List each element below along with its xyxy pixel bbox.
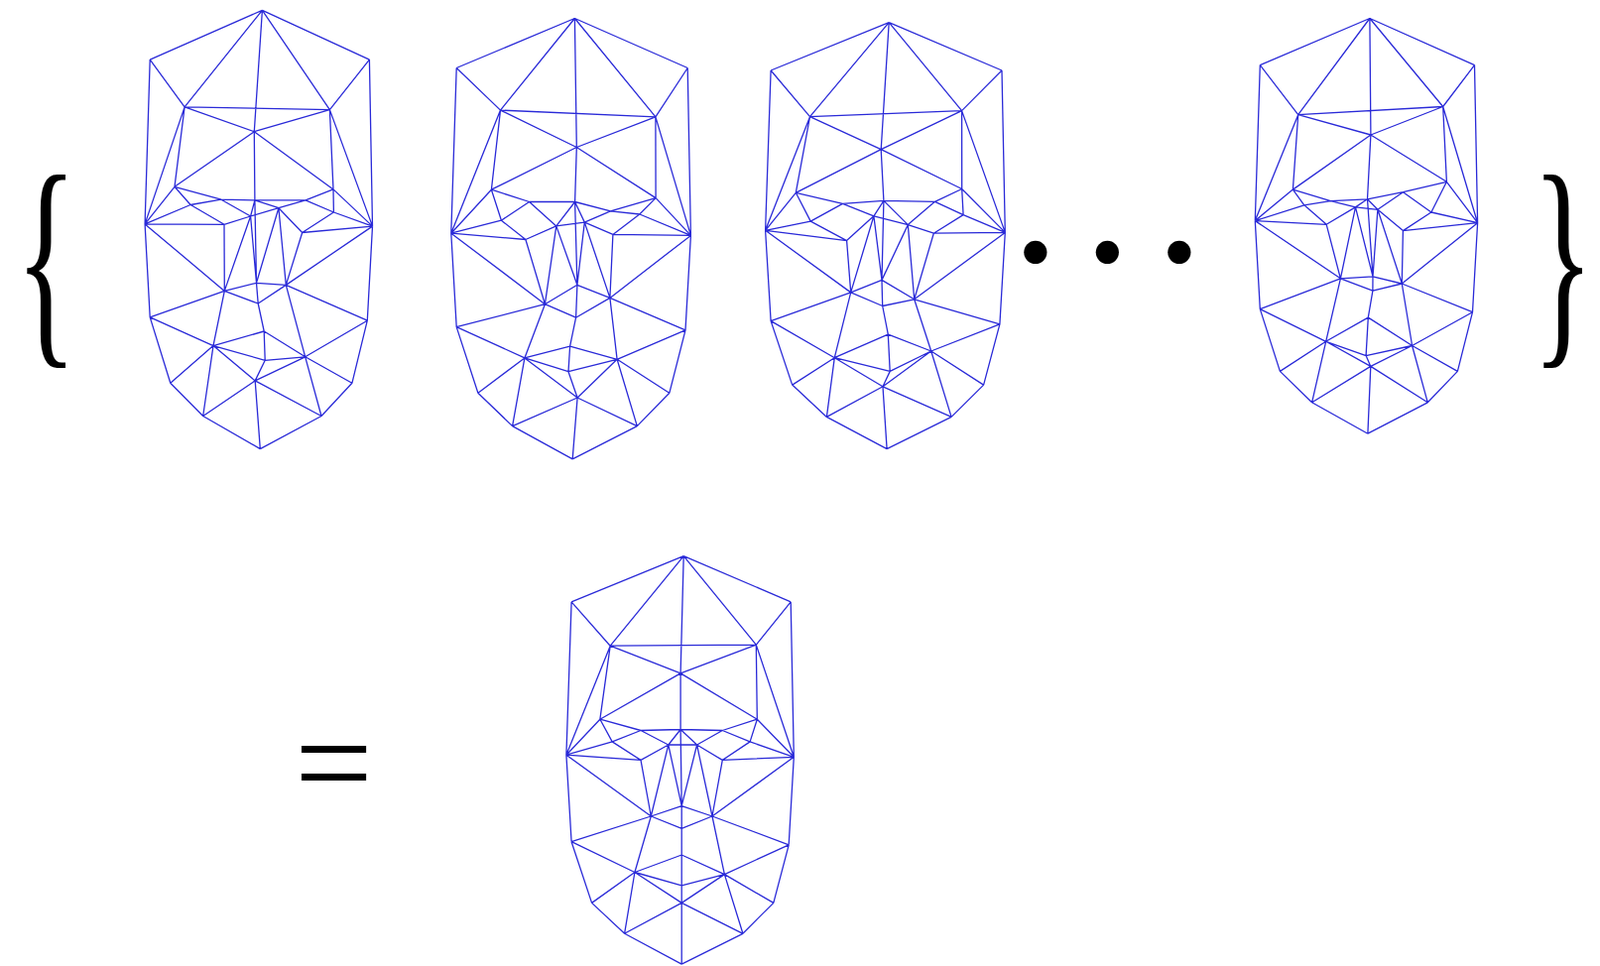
close-brace: } bbox=[1532, 140, 1595, 375]
ellipsis: • • • bbox=[1011, 215, 1203, 295]
face-mesh bbox=[765, 22, 1006, 450]
mesh-edges bbox=[451, 18, 692, 460]
mesh-edges bbox=[566, 556, 794, 966]
open-brace: { bbox=[14, 140, 77, 375]
mesh-edges bbox=[1254, 18, 1477, 435]
face-mesh bbox=[144, 9, 372, 449]
mesh-edges bbox=[144, 9, 372, 449]
face-mesh bbox=[566, 556, 794, 966]
mesh-edges bbox=[765, 22, 1006, 450]
face-mesh bbox=[1254, 18, 1477, 435]
equals-sign: = bbox=[294, 693, 373, 833]
face-mesh bbox=[451, 18, 692, 460]
